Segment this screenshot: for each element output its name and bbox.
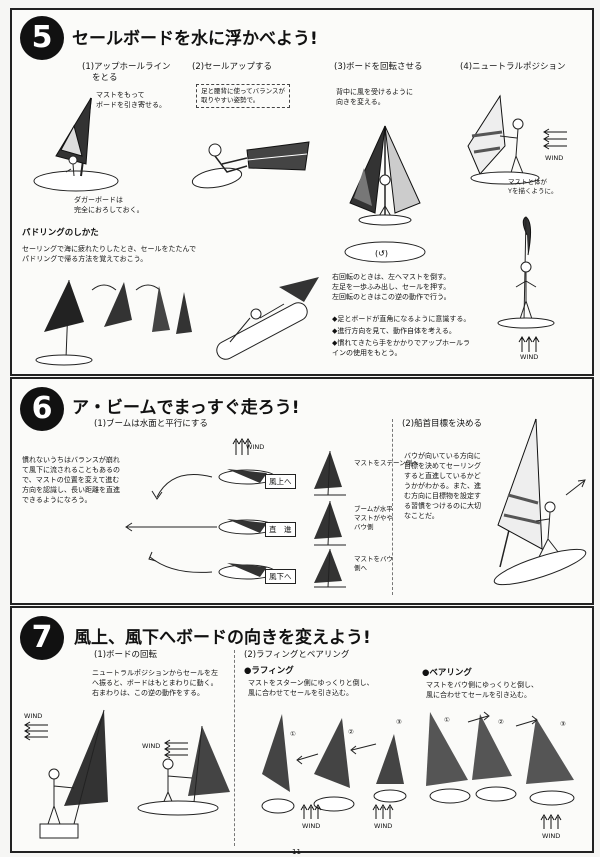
column-divider [392, 419, 393, 595]
wind-arrows-icon [24, 721, 48, 741]
wind-label: WIND [24, 712, 43, 720]
direction-box: 風下へ [265, 569, 296, 584]
step-label: をとる [92, 73, 118, 83]
section-7: 7 風上、風下へボードの向きを変えよう! (1)ボードの回転 ニュートラルポジシ… [10, 606, 594, 853]
wind-label: WIND [246, 443, 265, 451]
section-title: セールボードを水に浮かべよう! [72, 29, 318, 49]
wind-arrows-icon [164, 739, 188, 759]
subsection-label: (2)ラフィングとベアリング [244, 650, 350, 660]
section-title: ア・ビームでまっすぐ走ろう! [72, 398, 300, 418]
rotate-desc: 右回転のときは、左へマストを倒す。 左足を一歩ふみ出し、セールを押す。 左回転の… [332, 273, 451, 301]
tip-bullet: ◆進行方向を見て、動作自体を考える。 [332, 327, 456, 335]
step-desc: 背中に風を受けるように 向きを変える。 [336, 88, 413, 106]
bearing-illustration [426, 711, 575, 806]
sail-note: マストをステーン側へ [354, 459, 419, 467]
wind-label: WIND [302, 822, 321, 830]
luffing-label: ●ラフィング [244, 666, 294, 676]
step-desc: マストをもって ボードを引き寄せる。 [96, 91, 166, 109]
step-mark: ② [498, 718, 504, 726]
wind-arrows-icon [300, 804, 322, 819]
subsection-label: (1)ブームは水面と平行にする [94, 419, 208, 429]
section-title: 風上、風下へボードの向きを変えよう! [74, 628, 371, 648]
section-6: 6 ア・ビームでまっすぐ走ろう! (1)ブームは水面と平行にする (2)船首目標… [10, 377, 594, 605]
sail-note: マストをバウ 側へ [354, 555, 393, 572]
subsection-label: (2)船首目標を決める [402, 419, 483, 429]
section-number: 7 [20, 616, 64, 660]
step-mark: ① [290, 730, 296, 738]
wind-label: WIND [520, 353, 539, 361]
board-rotate-illustration: (↺) [344, 125, 426, 263]
step-note: ダガーボードは 完全におろしておく。 [74, 196, 144, 214]
wind-arrows-icon [372, 804, 394, 819]
wind-label: WIND [142, 742, 161, 750]
left-desc: 慣れないうちはバランスが崩れて風下に流されることもあるので、マストの位置を変えて… [22, 456, 120, 504]
svg-text:(↺): (↺) [375, 249, 388, 258]
tip-bullet: ◆足とボードが直角になるように意識する。 [332, 315, 471, 323]
step-label: (4)ニュートラルポジション [460, 62, 566, 72]
direction-box: 風上へ [265, 474, 296, 489]
wind-label: WIND [542, 832, 561, 840]
rotate-left-illustration [39, 709, 108, 839]
wind-label: WIND [374, 822, 393, 830]
luffing-desc: マストをスターン側にゆっくりと倒し、 風に合わせてセールを引き込む。 [248, 679, 374, 697]
paddling-desc: セーリングで海に疲れたりしたとき、セールをたたんで パドリングで帰る方法を覚えて… [22, 245, 197, 263]
neutral-position-illustration [467, 94, 540, 185]
right-desc: バウが向いている方向に目標を決めてセーリングすると直進しているかどうかがわかる。… [404, 452, 481, 520]
luffing-illustration [261, 714, 407, 814]
step-mark: ② [348, 728, 354, 736]
beam-reach-paths-illustration [125, 469, 276, 580]
upholl-sailor-illustration [33, 97, 119, 192]
wind-arrows-icon [232, 438, 252, 455]
sail-note: ブームが水平 マストがやや バウ側 [354, 505, 393, 531]
mast-drop-illustration [497, 216, 555, 329]
rotate-right-illustration [137, 725, 230, 816]
paddling-illustration [35, 277, 319, 366]
column-divider [234, 650, 235, 846]
section-number: 5 [20, 16, 64, 60]
section-number: 6 [20, 387, 64, 431]
rotation-desc: ニュートラルポジションからセールを左へ振ると、ボードはもとまわりに動く。右まわり… [92, 669, 218, 697]
sail-stance-illustrations [314, 450, 346, 588]
tip-bubble: 足と腰背に使ってバランスが 取りやすい姿勢で。 [196, 84, 291, 108]
step-mark: ① [444, 716, 450, 724]
step-label: (2)セールアップする [192, 62, 273, 72]
direction-box: 直 進 [265, 522, 296, 537]
tip-bullet: ◆慣れてきたら手をかかりでアップホールラ インの使用をもとう。 [332, 339, 470, 357]
step-note: マストと体が Yを描くように。 [508, 178, 558, 195]
page-number: 11 [292, 848, 301, 856]
bearing-desc: マストをバウ側にゆっくりと倒し、 風に合わせてセールを引き込む。 [426, 681, 538, 699]
sail-up-illustration [191, 141, 310, 189]
wind-arrows-icon [518, 336, 540, 352]
step-label: (1)アップホールライン [82, 62, 171, 72]
step-label: (3)ボードを回転させる [334, 62, 423, 72]
wind-arrows-icon [543, 128, 567, 150]
section-5: 5 セールボードを水に浮かべよう! (1)アップホールライン をとる マストをも… [10, 8, 594, 376]
bearing-label: ●ベアリング [422, 668, 472, 678]
subsection-label: (1)ボードの回転 [94, 650, 158, 660]
step-mark: ③ [560, 720, 566, 728]
wind-arrows-icon [540, 814, 562, 829]
step-mark: ③ [396, 718, 402, 726]
wind-label: WIND [545, 154, 564, 162]
target-heading-illustration [493, 418, 587, 586]
paddling-title: パドリングのしかた [22, 228, 99, 238]
